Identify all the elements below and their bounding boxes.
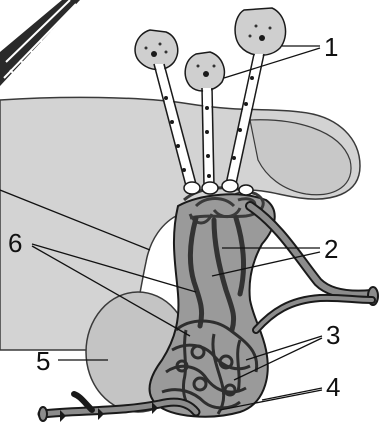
- label-6: 6: [8, 228, 22, 258]
- ventricle-wall-stripe: [0, 0, 80, 86]
- hypophyseal-vein: [256, 298, 372, 330]
- label-3: 3: [326, 320, 340, 350]
- label-4: 4: [326, 372, 340, 402]
- superior-hypophyseal-artery: [250, 206, 378, 305]
- label-5: 5: [36, 346, 50, 376]
- label-2: 2: [324, 234, 338, 264]
- label-1: 1: [324, 32, 338, 62]
